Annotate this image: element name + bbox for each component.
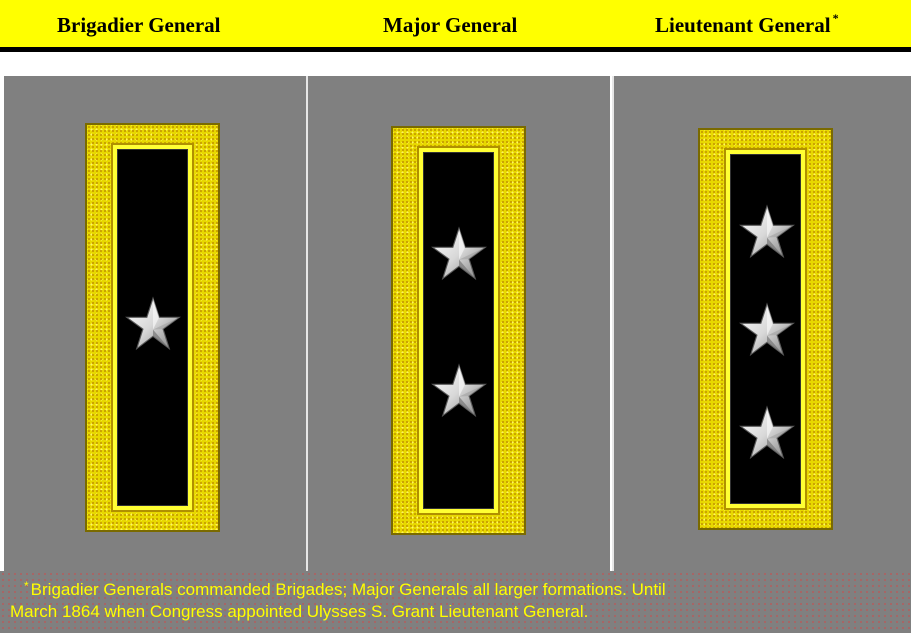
- star-icon: [431, 363, 487, 419]
- header-lieutenant-general: Lieutenant General*: [655, 13, 839, 38]
- footnote-marker: *: [833, 11, 839, 25]
- footnote-line-2: March 1864 when Congress appointed Ulyss…: [10, 601, 901, 623]
- rank-header-bar: Brigadier General Major General Lieutena…: [0, 0, 911, 52]
- footnote: *Brigadier Generals commanded Brigades; …: [0, 571, 911, 633]
- footnote-marker: *: [24, 579, 29, 593]
- star-icon: [125, 296, 181, 352]
- header-brigadier-general: Brigadier General: [57, 13, 221, 38]
- star-icon: [431, 226, 487, 282]
- header-major-general: Major General: [383, 13, 517, 38]
- shoulder-strap-major-general: [391, 126, 526, 535]
- footnote-line-1: Brigadier Generals commanded Brigades; M…: [31, 580, 666, 599]
- star-icon: [739, 405, 795, 461]
- star-icon: [739, 302, 795, 358]
- star-icon: [739, 204, 795, 260]
- strap-field: [419, 148, 498, 513]
